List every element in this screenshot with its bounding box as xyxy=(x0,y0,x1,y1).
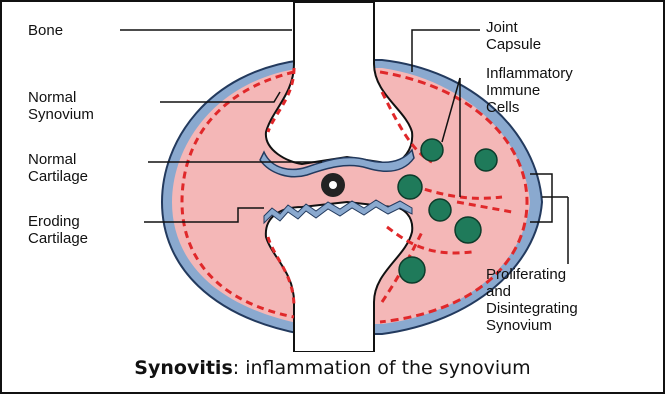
immune-cell xyxy=(398,175,422,199)
synovitis-diagram: Bone Normal Synovium Normal Cartilage Er… xyxy=(2,2,663,352)
label-immune-line1: Inflammatory xyxy=(486,65,573,82)
label-proliferating-line4: Synovium xyxy=(486,317,552,334)
immune-cell xyxy=(421,139,443,161)
label-normal-cartilage-line2: Cartilage xyxy=(28,168,88,185)
label-joint-capsule-line2: Capsule xyxy=(486,36,541,53)
label-joint-capsule: Joint Capsule xyxy=(486,19,541,53)
label-eroding-cartilage-line2: Cartilage xyxy=(28,230,88,247)
immune-cell xyxy=(455,217,481,243)
label-immune-line2: Immune xyxy=(486,82,540,99)
label-normal-synovium: Normal Synovium xyxy=(28,89,94,123)
immune-cell xyxy=(399,257,425,283)
immune-cell xyxy=(475,149,497,171)
immune-cell xyxy=(429,199,451,221)
caption-term: Synovitis xyxy=(134,357,232,379)
label-normal-synovium-line1: Normal xyxy=(28,89,76,106)
label-joint-capsule-line1: Joint xyxy=(486,19,519,36)
leader-joint-capsule xyxy=(412,30,480,72)
label-proliferating-line2: and xyxy=(486,283,511,300)
label-bone: Bone xyxy=(28,22,63,39)
label-normal-synovium-line2: Synovium xyxy=(28,106,94,123)
label-proliferating-synovium: Proliferating and Disintegrating Synoviu… xyxy=(486,266,582,334)
label-proliferating-line1: Proliferating xyxy=(486,266,566,283)
label-eroding-cartilage: Eroding Cartilage xyxy=(28,213,88,247)
label-normal-cartilage: Normal Cartilage xyxy=(28,151,88,185)
caption: Synovitis: inflammation of the synovium xyxy=(2,357,663,379)
caption-definition: : inflammation of the synovium xyxy=(233,357,531,379)
label-eroding-cartilage-line1: Eroding xyxy=(28,213,80,230)
label-immune-line3: Cells xyxy=(486,99,519,116)
cell-joint-space-nucleus xyxy=(329,181,337,189)
label-normal-cartilage-line1: Normal xyxy=(28,151,76,168)
label-inflammatory-immune-cells: Inflammatory Immune Cells xyxy=(486,65,577,116)
label-proliferating-line3: Disintegrating xyxy=(486,300,578,317)
